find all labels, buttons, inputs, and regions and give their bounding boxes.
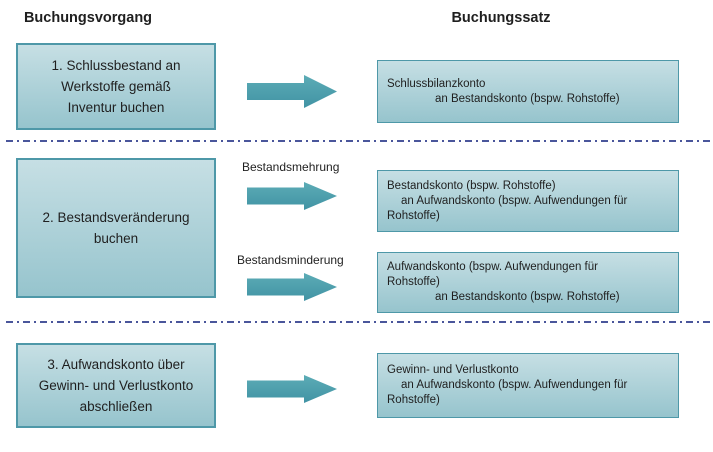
journal-entry-box-4: Gewinn- und Verlustkonto an Aufwandskont…: [377, 353, 679, 418]
entry-line: Bestandskonto (bspw. Rohstoffe): [387, 179, 556, 192]
right-arrow-icon: [247, 182, 337, 210]
column-header-buchungssatz: Buchungssatz: [451, 10, 551, 26]
process-box-3: 3. Aufwandskonto über Gewinn- und Verlus…: [16, 343, 216, 428]
journal-entry-box-1: Schlussbilanzkonto an Bestandskonto (bsp…: [377, 60, 679, 123]
column-header-buchungsvorgang: Buchungsvorgang: [23, 10, 153, 26]
entry-line: Gewinn- und Verlustkonto: [387, 364, 519, 376]
process-box-2: 2. Bestandsveränderung buchen: [16, 158, 216, 298]
process-step-line: 3. Aufwandskonto über: [47, 357, 185, 372]
process-box-1: 1. Schlussbestand an Werkstoffe gemäß In…: [16, 43, 216, 130]
arrow-label-bestandsmehrung: Bestandsmehrung: [242, 160, 340, 174]
entry-line: Rohstoffe): [387, 394, 440, 406]
process-step-line: Werkstoffe gemäß: [61, 79, 171, 94]
entry-line: Aufwandskonto (bspw. Aufwendungen für: [387, 261, 598, 273]
entry-line: Rohstoffe): [387, 276, 440, 288]
entry-line: an Aufwandskonto (bspw. Aufwendungen für: [401, 379, 628, 391]
entry-line: Rohstoffe): [387, 209, 440, 222]
process-step-line: 1. Schlussbestand an: [51, 58, 181, 73]
entry-line: Schlussbilanzkonto: [387, 77, 486, 90]
entry-line: an Aufwandskonto (bspw. Aufwendungen für: [401, 194, 628, 207]
entry-line: an Bestandskonto (bspw. Rohstoffe): [435, 92, 620, 105]
journal-entry-box-2: Bestandskonto (bspw. Rohstoffe) an Aufwa…: [377, 170, 679, 232]
process-step-line: buchen: [93, 231, 139, 246]
right-arrow-icon: [247, 273, 337, 301]
process-step-line: abschließen: [79, 399, 153, 414]
right-arrow-icon: [247, 375, 337, 403]
process-step-line: Gewinn- und Verlustkonto: [38, 378, 194, 393]
process-step-line: Inventur buchen: [67, 100, 165, 115]
dashed-divider: [6, 140, 713, 142]
right-arrow-icon: [247, 75, 337, 108]
dashed-divider: [6, 321, 713, 323]
entry-line: an Bestandskonto (bspw. Rohstoffe): [435, 291, 620, 303]
journal-entry-box-3: Aufwandskonto (bspw. Aufwendungen für Ro…: [377, 252, 679, 313]
process-step-line: 2. Bestandsveränderung: [42, 210, 190, 225]
arrow-label-bestandsminderung: Bestandsminderung: [237, 253, 344, 267]
